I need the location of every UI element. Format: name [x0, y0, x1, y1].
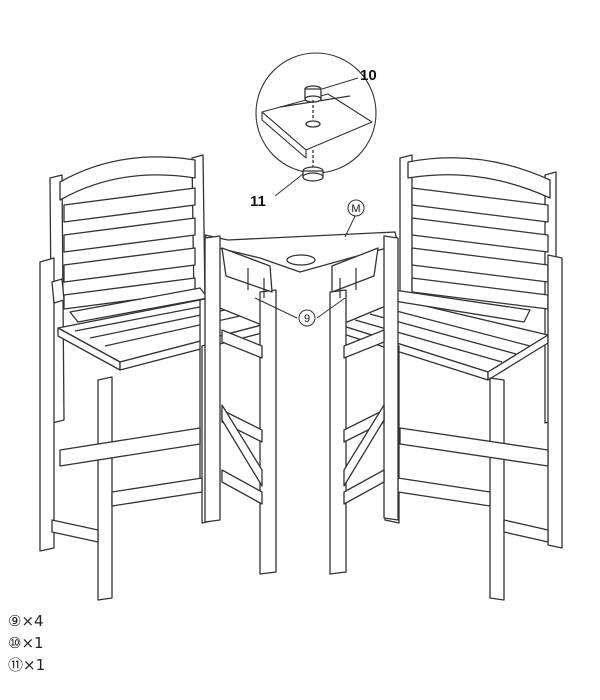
leader-lines [254, 77, 359, 319]
parts-list-row: ⑨×4 [8, 610, 208, 632]
corner-table [204, 231, 399, 575]
part-qty: ×1 [21, 634, 44, 652]
bolt-9-markers [247, 268, 357, 298]
callout-11: 11 [250, 193, 266, 210]
callout-9-text: 9 [304, 313, 310, 325]
parts-list-row: ⑪×1 [8, 654, 208, 676]
left-chair [39, 154, 263, 601]
part-qty: ×4 [21, 612, 44, 630]
detail-inset [255, 52, 377, 182]
callout-M-text: M [351, 203, 360, 215]
part-id: ⑩ [8, 634, 22, 652]
parts-list: ⑨×4 ⑩×1 ⑪×1 [8, 610, 208, 676]
right-chair [339, 154, 563, 601]
part-qty: ×1 [23, 656, 46, 674]
part-id: ⑨ [8, 612, 22, 630]
callout-10: 10 [360, 67, 377, 84]
part-id: ⑪ [8, 656, 24, 674]
callout-9: 9 [298, 309, 316, 327]
parts-list-row: ⑩×1 [8, 632, 208, 654]
callout-M: M [347, 199, 365, 217]
